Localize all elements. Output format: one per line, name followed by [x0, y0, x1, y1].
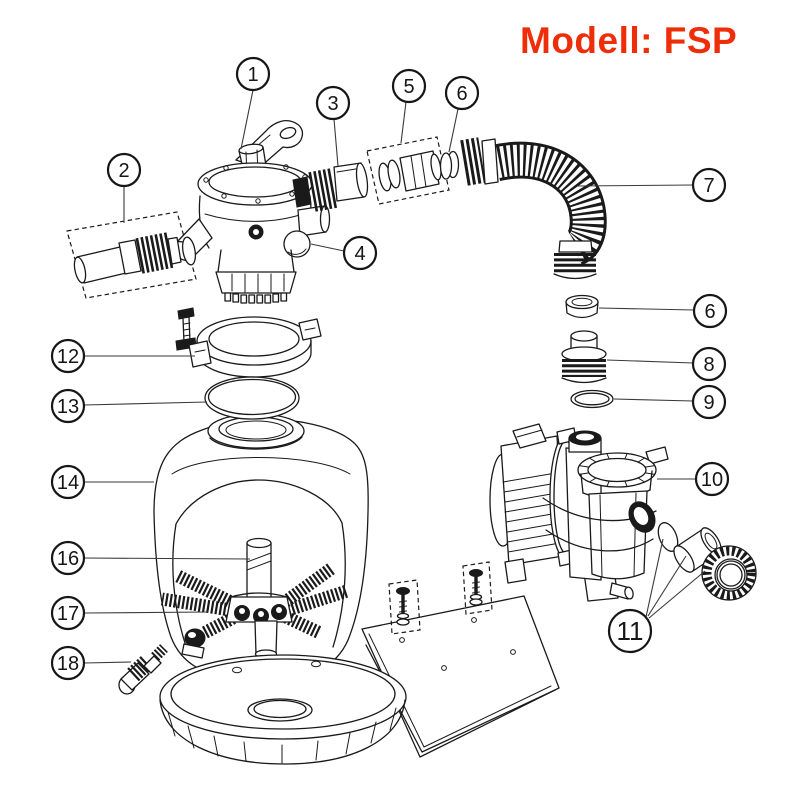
- svg-text:1: 1: [247, 64, 258, 86]
- callout-o-ring-small: 9: [613, 384, 727, 420]
- svg-text:2: 2: [118, 160, 129, 182]
- hose-adapter-set: [366, 136, 450, 205]
- tank-o-ring: [204, 376, 300, 420]
- pump-hose-adapter: [561, 330, 607, 384]
- svg-text:12: 12: [57, 346, 79, 368]
- pump: [489, 423, 669, 602]
- svg-text:18: 18: [57, 653, 79, 675]
- callout-hose-adapter-set: 5: [391, 68, 427, 144]
- o-ring-small: [570, 389, 614, 409]
- callout-lateral-assembly: 17: [50, 595, 209, 631]
- seal-cap-right: [565, 294, 599, 319]
- valve-union: [292, 162, 369, 212]
- multiport-valve: [172, 119, 331, 304]
- callout-seal-ring-top: 6: [444, 75, 480, 153]
- callout-clamp-ring: 12: [50, 338, 195, 374]
- svg-text:7: 7: [703, 175, 714, 197]
- base-drain-boss: [181, 628, 206, 659]
- svg-text:4: 4: [354, 243, 365, 265]
- svg-text:9: 9: [703, 392, 714, 414]
- callout-tank-o-ring: 13: [50, 388, 208, 424]
- callout-standpipe: 16: [50, 540, 251, 576]
- clamp-ring: [175, 307, 322, 378]
- callout-drain-fitting: 18: [50, 645, 132, 681]
- callout-pump-hose-adapter: 8: [606, 346, 727, 382]
- callout-inlet-union: 2: [106, 152, 142, 223]
- callout-valve-side-cap: 4: [310, 235, 378, 271]
- drain-fitting: [118, 644, 168, 695]
- inlet-union: [66, 211, 197, 299]
- connection-hose: [460, 137, 607, 280]
- callout-valve-union: 3: [315, 85, 351, 167]
- callout-connection-hose: 7: [576, 167, 727, 203]
- pump-union-set: [657, 522, 757, 601]
- svg-text:8: 8: [703, 354, 714, 376]
- svg-text:6: 6: [456, 83, 467, 105]
- svg-text:11: 11: [617, 616, 644, 646]
- svg-text:16: 16: [57, 548, 79, 570]
- mounting-screws: [388, 561, 493, 635]
- callout-pump-union-set: 11: [607, 538, 706, 654]
- lateral-assembly: [160, 537, 349, 659]
- svg-text:6: 6: [704, 301, 715, 323]
- callout-filter-tank: 14: [50, 464, 154, 500]
- svg-text:13: 13: [57, 396, 79, 418]
- svg-text:5: 5: [403, 76, 414, 98]
- callout-valve-handle: 1: [235, 56, 271, 150]
- svg-text:17: 17: [57, 603, 79, 625]
- svg-text:3: 3: [327, 93, 338, 115]
- svg-text:14: 14: [57, 472, 79, 494]
- callout-seal-cap-right: 6: [598, 293, 728, 329]
- callout-pump: 10: [657, 461, 730, 497]
- model-title: Modell: FSP: [520, 20, 738, 61]
- svg-text:10: 10: [701, 469, 723, 491]
- tank-base: [159, 654, 407, 765]
- seal-ring-top: [439, 150, 460, 180]
